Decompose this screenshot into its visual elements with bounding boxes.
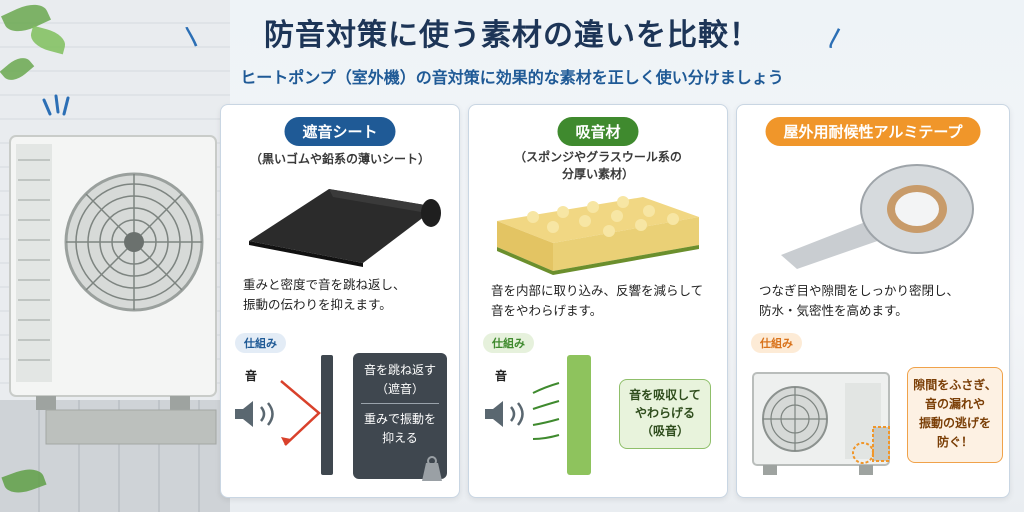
sound-label: 音	[245, 369, 258, 383]
page-subtitle: ヒートポンプ（室外機）の音対策に効果的な素材を正しく使い分けましょう	[240, 68, 784, 87]
card-description-line2: 振動の伝わりを抑えます。	[243, 297, 392, 312]
reflect-line1: 音を跳ね返す	[363, 363, 436, 377]
seal-line3: 振動の逃げを	[918, 416, 991, 430]
card-label: 遮音シート	[284, 117, 396, 146]
seal-line4: 防ぐ！	[936, 435, 973, 449]
barrier-wall-icon	[321, 355, 333, 475]
card-subtitle-line2: 分厚い素材）	[561, 167, 634, 181]
card-description-line1: つなぎ目や隙間をしっかり密閉し、	[759, 283, 960, 298]
seal-line1: 隙間をふさぎ、	[913, 378, 997, 392]
card-description-line2: 音をやわらげます。	[491, 303, 603, 318]
reflect-arrow-icon	[280, 380, 321, 446]
card-description-line1: 重みと密度で音を跳ね返し、	[243, 277, 406, 292]
box-divider	[361, 403, 439, 404]
card-subtitle-line1: （スポンジやグラスウール系の	[514, 150, 682, 164]
mechanism-tag: 仕組み	[751, 333, 802, 353]
title-accent-left: 〵	[182, 26, 202, 50]
sound-lines-icon	[42, 94, 70, 116]
outdoor-unit-illustration	[9, 135, 217, 445]
absorb-explanation-box: 音を吸収して やわらげる （吸音）	[619, 379, 711, 449]
card-subtitle: （黒いゴムや鉛系の薄いシート）	[249, 152, 430, 166]
aluminum-tape-image	[781, 164, 974, 269]
card-description-line2: 防水・気密性を高めます。	[759, 303, 908, 318]
mechanism-tag: 仕組み	[235, 333, 286, 353]
weight-icon	[422, 456, 442, 481]
black-rubber-sheet-image	[249, 189, 441, 267]
seal-line2: 音の漏れや	[924, 397, 985, 411]
sound-label: 音	[495, 369, 508, 383]
card-label: 屋外用耐候性アルミテープ	[765, 117, 981, 146]
card-label: 吸音材	[557, 117, 639, 146]
card-sound-insulation-sheet: 遮音シート （黒いゴムや鉛系の薄いシート） 重みと密度で音を跳ね返し、 振動の伝…	[220, 104, 460, 498]
foam-material-image	[497, 196, 699, 275]
absorb-arrows-icon	[532, 382, 560, 440]
page-title: 防音対策に使う素材の違いを比較！	[264, 18, 760, 53]
absorbing-layer-icon	[567, 355, 591, 475]
card-sound-absorbing-material: 吸音材 （スポンジやグラスウール系の 分厚い素材） 音を内部に取り込み、反響を減…	[468, 104, 728, 498]
seal-explanation-box: 隙間をふさぎ、 音の漏れや 振動の逃げを 防ぐ！	[907, 367, 1003, 463]
speaker-icon	[485, 401, 524, 427]
absorb-line3: （吸音）	[640, 424, 689, 438]
card-description-line1: 音を内部に取り込み、反響を減らして	[491, 283, 704, 298]
sealed-outdoor-unit-image	[752, 372, 890, 475]
title-accent-right: 〳	[826, 26, 846, 50]
speaker-icon	[235, 401, 274, 427]
vibration-line1: 重みで振動を	[363, 412, 436, 426]
absorb-line2: やわらげる	[634, 406, 695, 420]
absorb-line1: 音を吸収して	[629, 388, 701, 402]
reflect-line2: （遮音）	[375, 382, 424, 396]
card-aluminum-tape: 屋外用耐候性アルミテープ つなぎ目や隙間をしっかり密閉し、 防水・気密性を高めま…	[736, 104, 1010, 498]
mechanism-tag: 仕組み	[483, 333, 534, 353]
vibration-line2: 抑える	[382, 431, 418, 445]
